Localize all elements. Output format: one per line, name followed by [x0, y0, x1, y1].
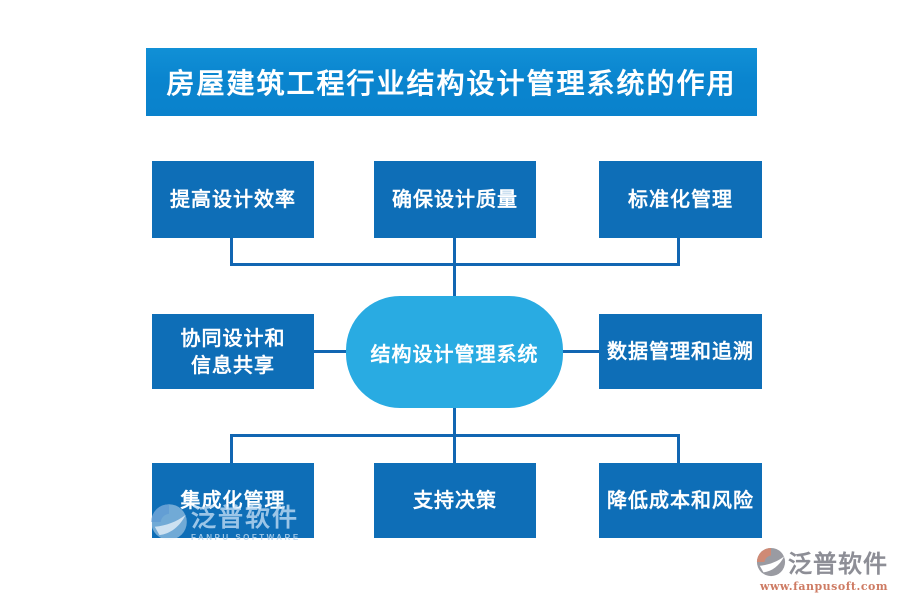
watermark-url-text: www.fanpusoft.com [759, 580, 889, 593]
diagram-title-banner: 房屋建筑工程行业结构设计管理系统的作用 [146, 48, 757, 116]
connector-bottom-right-vertical [677, 434, 680, 463]
node-label: 确保设计质量 [392, 187, 518, 211]
connector-bottom-center-vertical [453, 437, 456, 463]
node-improve-design-efficiency: 提高设计效率 [152, 161, 314, 238]
center-node-label: 结构设计管理系统 [370, 341, 539, 366]
node-decision-support: 支持决策 [374, 463, 536, 538]
node-label-line2: 信息共享 [191, 352, 275, 377]
node-label: 数据管理和追溯 [607, 339, 754, 363]
node-label: 标准化管理 [628, 187, 733, 211]
node-ensure-design-quality: 确保设计质量 [374, 161, 536, 238]
node-label: 降低成本和风险 [607, 488, 754, 512]
node-reduce-cost-risk: 降低成本和风险 [599, 463, 762, 538]
connector-top-right-vertical [677, 238, 680, 266]
node-collaborative-design-info-sharing: 协同设计和 信息共享 [152, 314, 314, 389]
node-label: 提高设计效率 [170, 187, 296, 211]
watermark-corner: 泛普软件 www.fanpusoft.com [756, 547, 892, 593]
node-label: 集成化管理 [180, 488, 286, 512]
diagram-title: 房屋建筑工程行业结构设计管理系统的作用 [166, 67, 737, 100]
node-integrated-management: 集成化管理 [152, 463, 314, 538]
connector-bottom-horizontal [230, 434, 680, 437]
connector-middle-right-horizontal [563, 350, 599, 353]
fanpu-logo-icon [756, 547, 786, 581]
node-standardized-management: 标准化管理 [599, 161, 762, 238]
node-label-line1: 协同设计和 [180, 325, 286, 350]
watermark-brand-text: 泛普软件 [788, 549, 888, 578]
connector-top-center-vertical [453, 238, 456, 296]
connector-center-bottom-vertical [453, 408, 456, 437]
connector-top-left-vertical [230, 238, 233, 266]
node-data-management-traceability: 数据管理和追溯 [599, 314, 762, 389]
node-label: 支持决策 [413, 488, 497, 512]
connector-bottom-left-vertical [230, 434, 233, 463]
node-central-system: 结构设计管理系统 [346, 296, 563, 408]
connector-middle-left-horizontal [314, 350, 346, 353]
